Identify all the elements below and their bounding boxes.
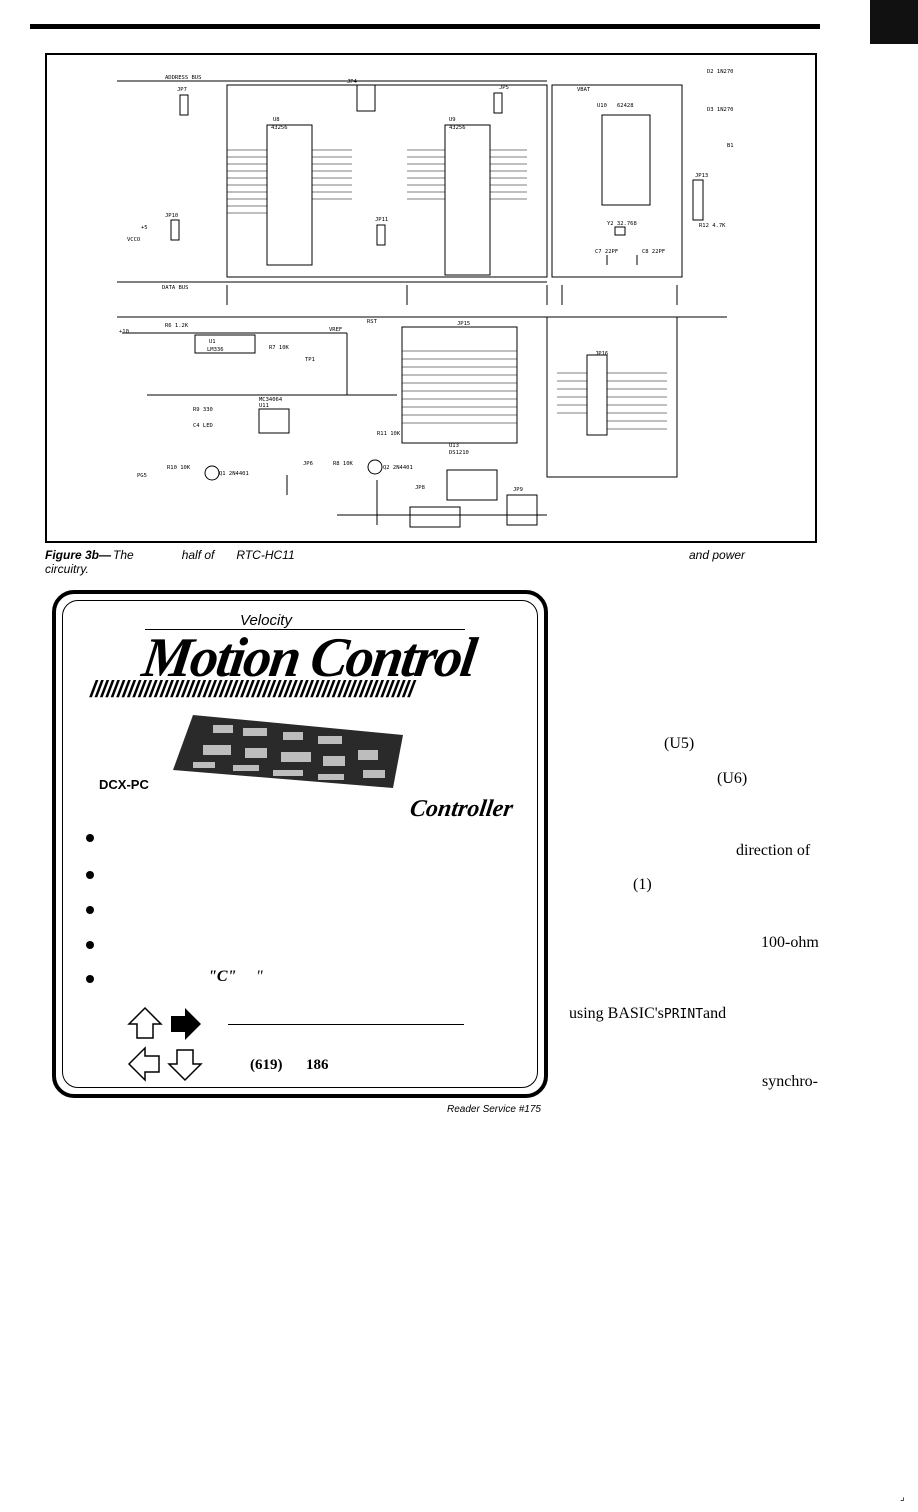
header-rule — [30, 24, 820, 29]
ad-phone-area: (619) — [250, 1057, 283, 1073]
u11-ref: U11 — [259, 403, 269, 409]
plus10-label: +10 — [119, 329, 129, 335]
jp7-label: JP7 — [177, 87, 187, 93]
figure-caption: Figure 3b—The half of RTC-HC11 and power ci… — [45, 548, 825, 576]
reader-service: Reader Service #175 — [447, 1104, 541, 1115]
text-synchro: synchro- — [762, 1073, 818, 1090]
text-u6: (U6) — [717, 770, 748, 787]
jp10-label: JP10 — [165, 213, 178, 219]
jp11-label: JP11 — [375, 217, 388, 223]
ad-bullet-4 — [86, 941, 94, 949]
ad-bullet-3 — [86, 906, 94, 914]
data-bus-label: DATA BUS — [162, 285, 189, 291]
u9-ref: U9 — [449, 117, 456, 123]
pg5-label: PG5 — [137, 473, 147, 479]
company-logo-icon — [127, 1006, 203, 1082]
ad-bottom-rule — [228, 1024, 464, 1025]
jp4-label: JP4 — [347, 79, 358, 85]
q2-label: Q2 2N4401 — [383, 465, 413, 471]
jp5-label: JP5 — [499, 85, 509, 91]
u1-part: LM336 — [207, 347, 224, 353]
r9-label: R9 330 — [193, 407, 213, 413]
y2-label: Y2 32.768 — [607, 221, 637, 227]
c4-label: C4 LED — [193, 423, 213, 429]
text-basic-line: using BASIC'sPRINTand — [569, 1005, 726, 1023]
u8-ref: U8 — [273, 117, 280, 123]
r12-label: R12 4.7K — [699, 223, 726, 229]
c7-label: C7 22PF — [595, 249, 618, 255]
vbat-label: VBAT — [577, 87, 591, 93]
page-corner-glyph: ⌟ — [900, 1492, 905, 1503]
u9-part: 43256 — [449, 125, 466, 131]
u8-part: 43256 — [271, 125, 288, 131]
ad-bullet-5 — [86, 975, 94, 983]
caption-word-4: and power — [689, 548, 746, 562]
caption-word-1: The — [113, 548, 134, 562]
tp1-label: TP1 — [305, 357, 315, 363]
jp16-label: JP16 — [595, 351, 608, 357]
u10-ref: U10 — [597, 103, 607, 109]
text-basic-post: and — [703, 1005, 727, 1022]
plus5-label: +5 — [141, 225, 148, 231]
u13-ref: U13 — [449, 443, 459, 449]
ad-bullet-1 — [86, 834, 94, 842]
r8-label: R8 10K — [333, 461, 354, 467]
r6-label: R6 1.2K — [165, 323, 189, 329]
u11-part: MC34064 — [259, 397, 283, 403]
ad-controller: Controller — [408, 796, 515, 822]
r10-label: R10 10K — [167, 465, 191, 471]
ad-top-rule — [145, 629, 465, 630]
ad-stripes: ////////////////////////////////////////… — [90, 676, 414, 702]
schematic-figure: ADDRESS BUS DATA BUS U8 43256 U9 43256 U… — [45, 53, 817, 543]
caption-line-2: circuitry. — [45, 562, 89, 576]
jp8-label: JP8 — [415, 485, 425, 491]
d3-label: D3 1N270 — [707, 107, 734, 113]
ad-inner-frame — [62, 600, 538, 1088]
vref-label: VREF — [329, 327, 342, 333]
ad-bullet-quote: " — [256, 968, 263, 985]
c8-label: C8 22PF — [642, 249, 665, 255]
text-basic-pre: using BASIC's — [569, 1005, 664, 1022]
ad-phone-number: 186 — [306, 1057, 329, 1073]
ad-bullet-2 — [86, 871, 94, 879]
u10-part: 62428 — [617, 103, 634, 109]
text-u5: (U5) — [664, 735, 695, 752]
caption-word-2: half of — [181, 548, 215, 562]
text-one: (1) — [633, 876, 652, 893]
q1-label: Q1 2N4401 — [219, 471, 249, 477]
text-basic-keyword: PRINT — [663, 1007, 704, 1022]
r11-label: R11 10K — [377, 431, 401, 437]
ad-velocity: Velocity — [240, 612, 292, 629]
u13-part: DS1210 — [449, 450, 469, 456]
jp13-label: JP13 — [695, 173, 708, 179]
text-ohm: 100-ohm — [761, 934, 819, 951]
ad-product-name: DCX-PC — [99, 777, 149, 792]
schematic-drawing: ADDRESS BUS DATA BUS U8 43256 U9 43256 U… — [117, 69, 734, 528]
rst-label: RST — [367, 319, 378, 325]
b1-label: B1 — [727, 143, 734, 149]
d2-label: D2 1N270 — [707, 69, 734, 75]
u1-ref: U1 — [209, 339, 216, 345]
caption-word-3: RTC-HC11 — [236, 548, 295, 562]
page-corner-mark — [870, 0, 918, 44]
address-bus-label: ADDRESS BUS — [165, 75, 201, 81]
text-direction: direction of — [736, 842, 811, 859]
jp15-label: JP15 — [457, 321, 470, 327]
figure-label: Figure 3b— — [45, 548, 112, 562]
jp9-label: JP9 — [513, 487, 523, 493]
vcco-label: VCCO — [127, 237, 140, 243]
ad-bullet-c-quote: "C" — [208, 968, 237, 985]
r7-label: R7 10K — [269, 345, 290, 351]
jp6-label: JP6 — [303, 461, 313, 467]
ad-frame — [52, 590, 548, 1098]
circuit-board-image — [173, 715, 403, 788]
